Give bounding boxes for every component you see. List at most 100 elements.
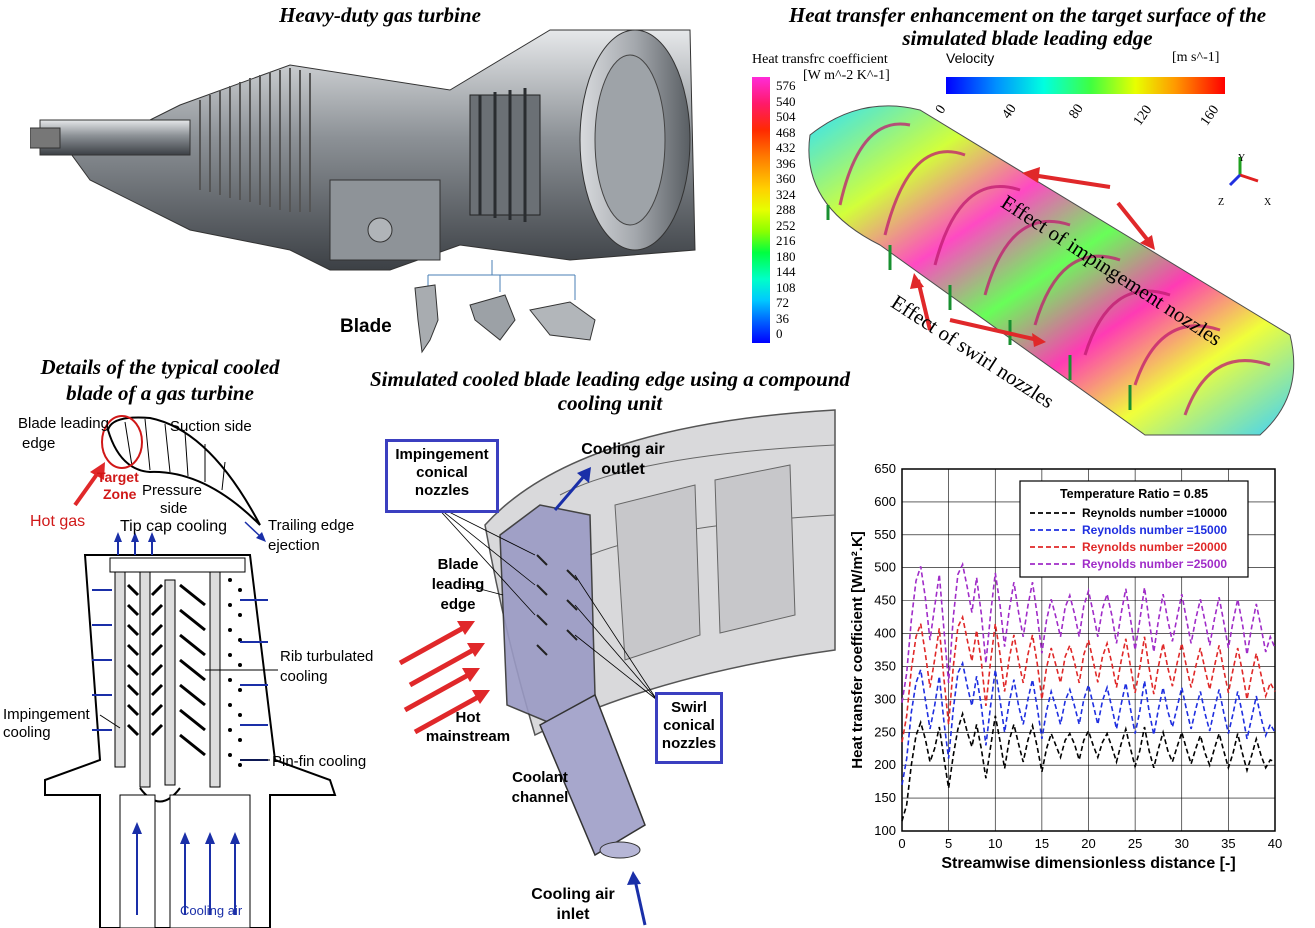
htc-tick: 468 — [776, 124, 796, 140]
title-heat-transfer-1: Heat transfer enhancement on the target … — [788, 3, 1267, 27]
blade-label: Blade — [340, 316, 392, 337]
label-trailing-edge-1: Trailing edge — [268, 517, 355, 534]
series-line — [901, 614, 1276, 743]
legend-entry: Reynolds number =10000 — [1082, 506, 1227, 520]
htc-tick: 324 — [776, 186, 796, 202]
cooling-air-outlet-1: Cooling air — [581, 441, 665, 458]
legend-title: Temperature Ratio = 0.85 — [1060, 487, 1208, 501]
leading-edge-contour — [808, 105, 1295, 436]
label-blade-leading-edge-2: edge — [22, 435, 56, 452]
htc-tick: 36 — [776, 310, 789, 326]
label-rib-turbulated-2: cooling — [280, 668, 328, 685]
y-tick-label: 100 — [874, 823, 896, 838]
velocity-colorbar-unit: [m s^-1] — [1172, 50, 1220, 65]
title-details-2: blade of a gas turbine — [66, 381, 254, 405]
x-tick-label: 40 — [1268, 836, 1282, 851]
blade-leading-edge-3: edge — [440, 596, 476, 613]
x-tick-label: 25 — [1128, 836, 1142, 851]
label-cooling-air: Cooling air — [180, 903, 243, 918]
blade-section-diagram — [44, 415, 337, 928]
axis-label-x: X — [1264, 197, 1272, 208]
y-tick-label: 350 — [874, 658, 896, 673]
title-details-1: Details of the typical cooled — [40, 355, 280, 379]
legend-entry: Reynolds number =15000 — [1082, 523, 1227, 537]
label-impingement-cooling-1: Impingement — [3, 706, 90, 723]
htc-tick: 288 — [776, 202, 796, 217]
impingement-nozzles-line: conical — [416, 464, 468, 481]
x-tick-label: 15 — [1035, 836, 1049, 851]
chart-x-axis-label: Streamwise dimensionless distance [-] — [941, 855, 1235, 872]
impingement-nozzles-box: Impingement conical nozzles — [385, 439, 499, 513]
x-tick-label: 30 — [1175, 836, 1189, 851]
label-suction-side: Suction side — [170, 418, 252, 435]
htc-tick: 216 — [776, 233, 796, 248]
title-simulated-1: Simulated cooled blade leading edge usin… — [369, 367, 851, 391]
cooling-unit-model — [398, 409, 836, 926]
x-tick-label: 20 — [1081, 836, 1095, 851]
htc-tick: 540 — [776, 93, 796, 109]
coolant-channel-1: Coolant — [512, 769, 568, 786]
label-hot-gas: Hot gas — [30, 513, 86, 530]
velocity-colorbar — [946, 77, 1225, 94]
hot-mainstream-2: mainstream — [425, 728, 511, 745]
series-line — [901, 561, 1276, 703]
htc-tick: 144 — [776, 264, 796, 279]
label-target-zone-1: Target — [97, 469, 139, 485]
gas-turbine-illustration — [30, 29, 696, 354]
y-tick-label: 300 — [874, 691, 896, 706]
htc-tick: 504 — [776, 109, 796, 124]
htc-tick: 252 — [776, 217, 796, 233]
impingement-nozzles-line: Impingement — [395, 446, 489, 463]
y-tick-label: 500 — [874, 560, 896, 575]
label-rib-turbulated-1: Rib turbulated — [280, 648, 374, 665]
x-tick-label: 5 — [945, 836, 952, 851]
impingement-nozzles-line: nozzles — [414, 482, 470, 499]
velocity-colorbar-title: Velocity — [946, 50, 995, 66]
x-tick-label: 10 — [988, 836, 1002, 851]
htc-colorbar — [752, 77, 770, 343]
blade-leading-edge-1: Blade — [437, 556, 479, 573]
title-heat-transfer-2: simulated blade leading edge — [902, 26, 1153, 50]
y-tick-label: 550 — [874, 527, 896, 542]
label-pressure-side-1: Pressure — [142, 482, 203, 499]
y-tick-label: 450 — [874, 593, 896, 608]
legend-entry: Reynolds number =25000 — [1082, 557, 1227, 571]
htc-tick: 360 — [776, 171, 796, 186]
htc-tick: 180 — [776, 248, 796, 264]
series-line — [901, 710, 1276, 822]
chart-series — [901, 561, 1276, 822]
y-tick-label: 150 — [874, 790, 896, 805]
htc-tick: 108 — [776, 279, 796, 295]
series-line — [901, 660, 1276, 786]
x-tick-label: 0 — [898, 836, 905, 851]
y-tick-label: 650 — [874, 461, 896, 476]
label-tip-cap: Tip cap cooling — [120, 518, 228, 535]
htc-tick: 432 — [776, 140, 796, 155]
y-tick-label: 600 — [874, 494, 896, 509]
htc-tick: 396 — [776, 155, 796, 171]
swirl-nozzles-box: Swirl conical nozzles — [655, 692, 723, 764]
blade-leading-edge-2: leading — [431, 576, 485, 593]
axis-label-y: Y — [1238, 153, 1246, 164]
x-tick-label: 35 — [1221, 836, 1235, 851]
swirl-nozzles-line: Swirl — [671, 699, 707, 716]
coolant-channel-2: channel — [511, 789, 569, 806]
cooling-air-inlet-1: Cooling air — [531, 886, 615, 903]
htc-tick: 576 — [776, 78, 796, 93]
htc-tick: 72 — [776, 295, 789, 310]
swirl-nozzles-line: nozzles — [661, 735, 717, 752]
htc-colorbar-title: Heat transfrc coefficient — [752, 52, 888, 67]
label-pressure-side-2: side — [160, 500, 188, 517]
swirl-nozzles-line: conical — [663, 717, 715, 734]
label-target-zone-2: Zone — [103, 486, 137, 502]
y-tick-label: 400 — [874, 626, 896, 641]
y-tick-label: 250 — [874, 724, 896, 739]
label-impingement-cooling-2: cooling — [3, 724, 51, 741]
cooling-air-outlet-2: outlet — [601, 461, 645, 478]
title-simulated-2: cooling unit — [557, 391, 663, 415]
title-gas-turbine: Heavy-duty gas turbine — [279, 3, 481, 27]
